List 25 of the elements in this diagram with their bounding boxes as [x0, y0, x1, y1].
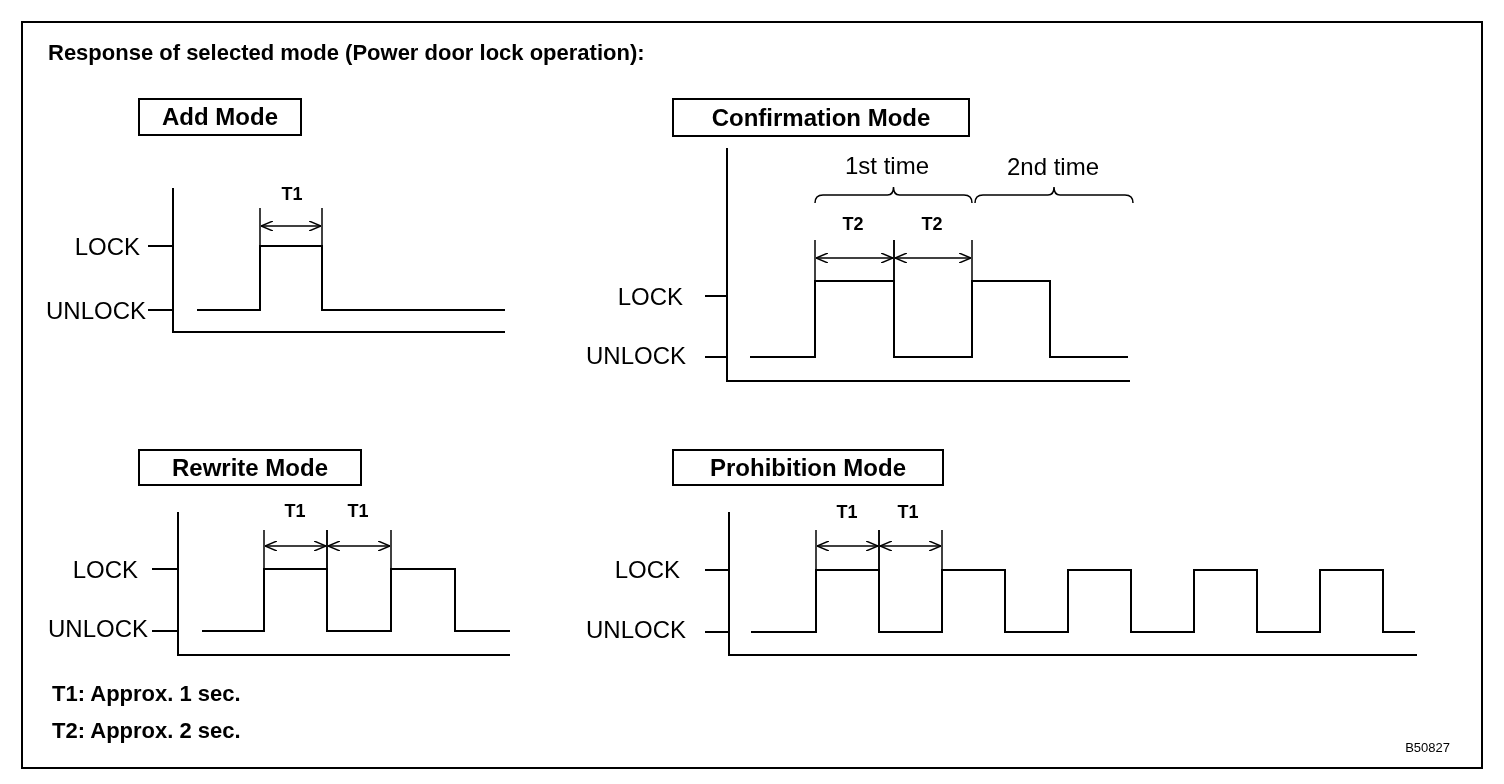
mode-title-box: Add Mode	[138, 98, 302, 136]
dimension-label: T1	[897, 503, 919, 523]
mode-title-box: Rewrite Mode	[138, 449, 362, 486]
signal-level-label: UNLOCK	[585, 616, 686, 644]
dimension-label: T1	[281, 185, 303, 205]
footnote: T2: Approx. 2 sec.	[52, 718, 241, 744]
dimension-label: T2	[921, 215, 943, 235]
signal-level-label: LOCK	[72, 556, 138, 584]
figure-code: B50827	[1405, 740, 1450, 756]
dimension-label: T1	[284, 502, 306, 522]
signal-level-label: LOCK	[614, 556, 680, 584]
signal-level-label: UNLOCK	[585, 342, 686, 370]
signal-level-label: 1st time	[845, 152, 929, 180]
dimension-label: T1	[836, 503, 858, 523]
signal-level-label: LOCK	[617, 283, 683, 311]
signal-level-label: LOCK	[74, 233, 140, 261]
signal-level-label: UNLOCK	[45, 297, 146, 325]
signal-level-label: UNLOCK	[47, 615, 148, 643]
mode-title-box: Confirmation Mode	[672, 98, 970, 137]
dimension-label: T1	[347, 502, 369, 522]
mode-title-box: Prohibition Mode	[672, 449, 944, 486]
diagram-title: Response of selected mode (Power door lock operation):	[48, 40, 645, 66]
footnote: T1: Approx. 1 sec.	[52, 681, 241, 707]
dimension-label: T2	[842, 215, 864, 235]
signal-level-label: 2nd time	[1006, 153, 1100, 181]
